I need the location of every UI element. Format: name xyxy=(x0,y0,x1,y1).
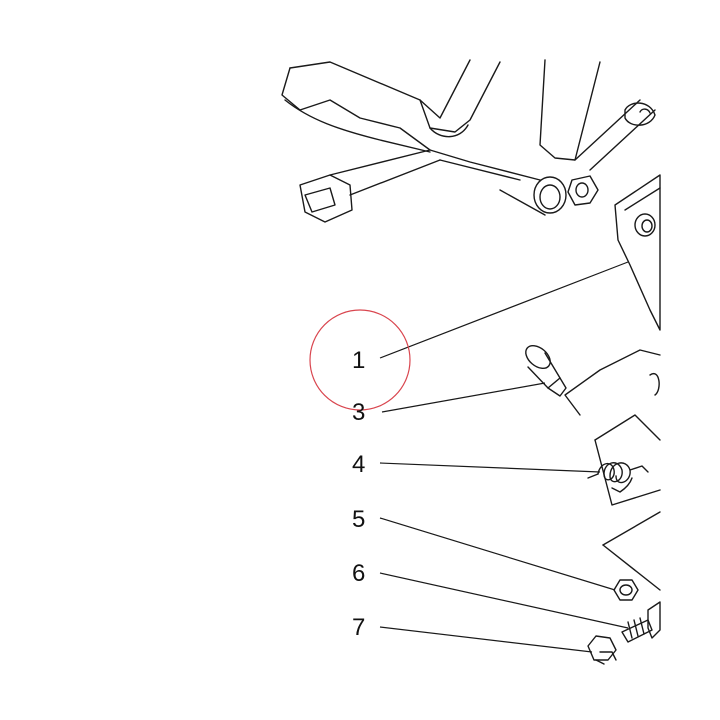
assembly-outline xyxy=(564,349,661,591)
callout-5[interactable]: 5 xyxy=(352,506,365,533)
highlight-circle xyxy=(309,309,411,411)
callout-6[interactable]: 6 xyxy=(352,560,365,587)
nut-part xyxy=(613,579,639,601)
flange-nut-part xyxy=(587,635,617,665)
spring-part xyxy=(587,462,649,493)
callout-3[interactable]: 3 xyxy=(352,399,365,426)
leader-lines xyxy=(379,261,629,653)
bracket-plate xyxy=(614,174,661,331)
bolt-part xyxy=(621,601,661,643)
pin-part xyxy=(525,344,567,397)
frame-assembly xyxy=(281,59,656,223)
callout-1[interactable]: 1 xyxy=(352,347,365,374)
callout-7[interactable]: 7 xyxy=(352,614,365,641)
callout-4[interactable]: 4 xyxy=(352,451,365,478)
